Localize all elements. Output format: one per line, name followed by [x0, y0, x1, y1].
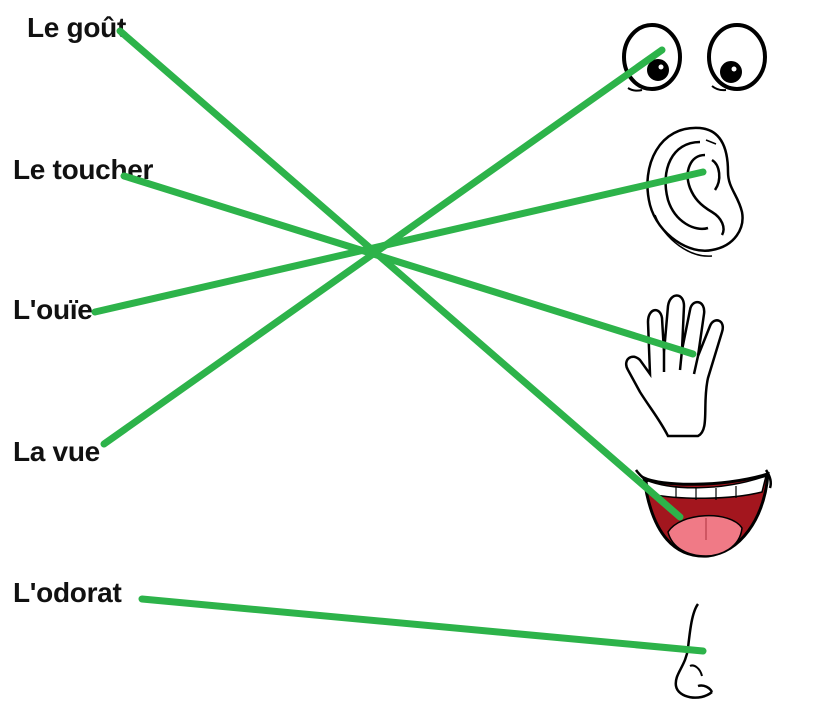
word-label-gout[interactable]: Le goût — [27, 12, 126, 43]
eyes-icon[interactable] — [622, 23, 767, 92]
word-label-ouie[interactable]: L'ouïe — [13, 294, 93, 325]
nose-icon[interactable] — [674, 603, 714, 699]
word-label-vue[interactable]: La vue — [13, 436, 100, 467]
mouth-icon[interactable] — [634, 469, 773, 558]
word-label-odorat[interactable]: L'odorat — [13, 577, 122, 608]
hand-icon[interactable] — [624, 294, 725, 438]
ear-icon[interactable] — [646, 126, 744, 257]
